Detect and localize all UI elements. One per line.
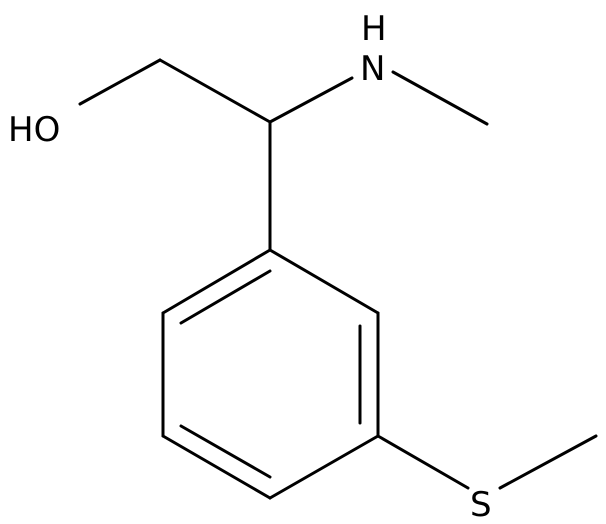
sulfur-label: S — [470, 485, 492, 524]
ring-double-bond-inner-3 — [179, 269, 272, 325]
ring-bond-1 — [268, 248, 380, 315]
bond-s-methyl — [498, 434, 598, 490]
amine-h-label: H — [361, 9, 387, 49]
ring-bond-4 — [161, 434, 272, 500]
bond-ring-s — [376, 434, 470, 490]
hydroxyl-label: HO — [8, 110, 60, 150]
ring-bond-6 — [161, 248, 272, 315]
ring-bond-3 — [268, 434, 380, 500]
bond-n-methyl — [391, 70, 489, 126]
bond-ch-n — [268, 76, 354, 124]
bond-ho-ch2 — [78, 58, 162, 106]
amine-n-label: N — [360, 49, 385, 89]
ring-double-bond-inner-2 — [179, 424, 272, 479]
bond-ch2-ch — [158, 58, 272, 124]
